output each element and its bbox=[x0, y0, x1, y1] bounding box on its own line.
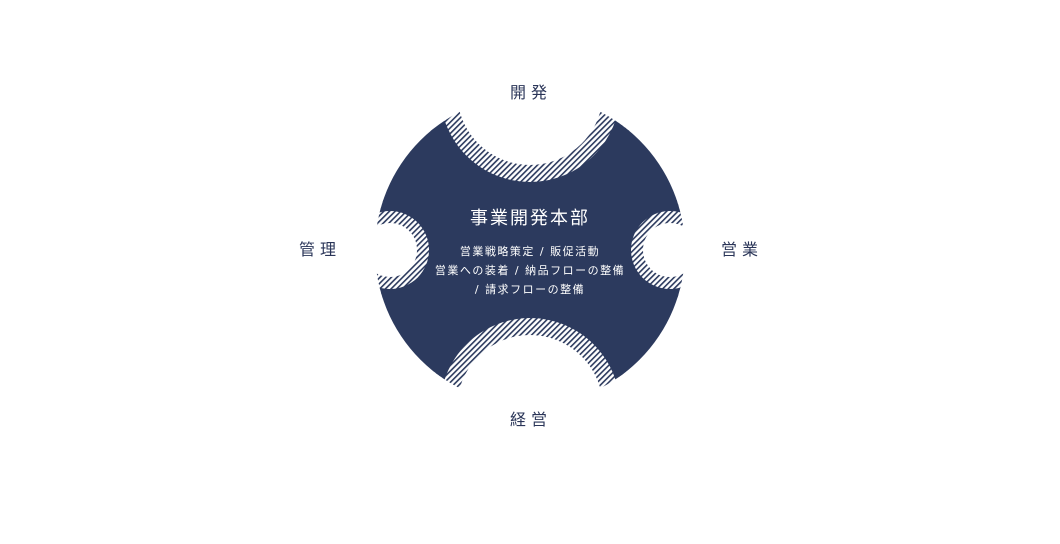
label-management: 経営 bbox=[509, 410, 553, 429]
label-administration: 管理 bbox=[298, 240, 342, 259]
center-content: 事業開発本部 営業戦略策定 / 販促活動 営業への装着 / 納品フローの整備 /… bbox=[400, 204, 660, 299]
center-description-line: 営業戦略策定 / 販促活動 bbox=[459, 245, 601, 258]
label-sales: 営業 bbox=[720, 240, 764, 259]
center-description-line: 営業への装着 / 納品フローの整備 bbox=[434, 264, 626, 277]
center-title: 事業開発本部 bbox=[470, 208, 590, 229]
label-development: 開発 bbox=[509, 83, 553, 102]
center-description-line: / 請求フローの整備 bbox=[474, 283, 586, 296]
